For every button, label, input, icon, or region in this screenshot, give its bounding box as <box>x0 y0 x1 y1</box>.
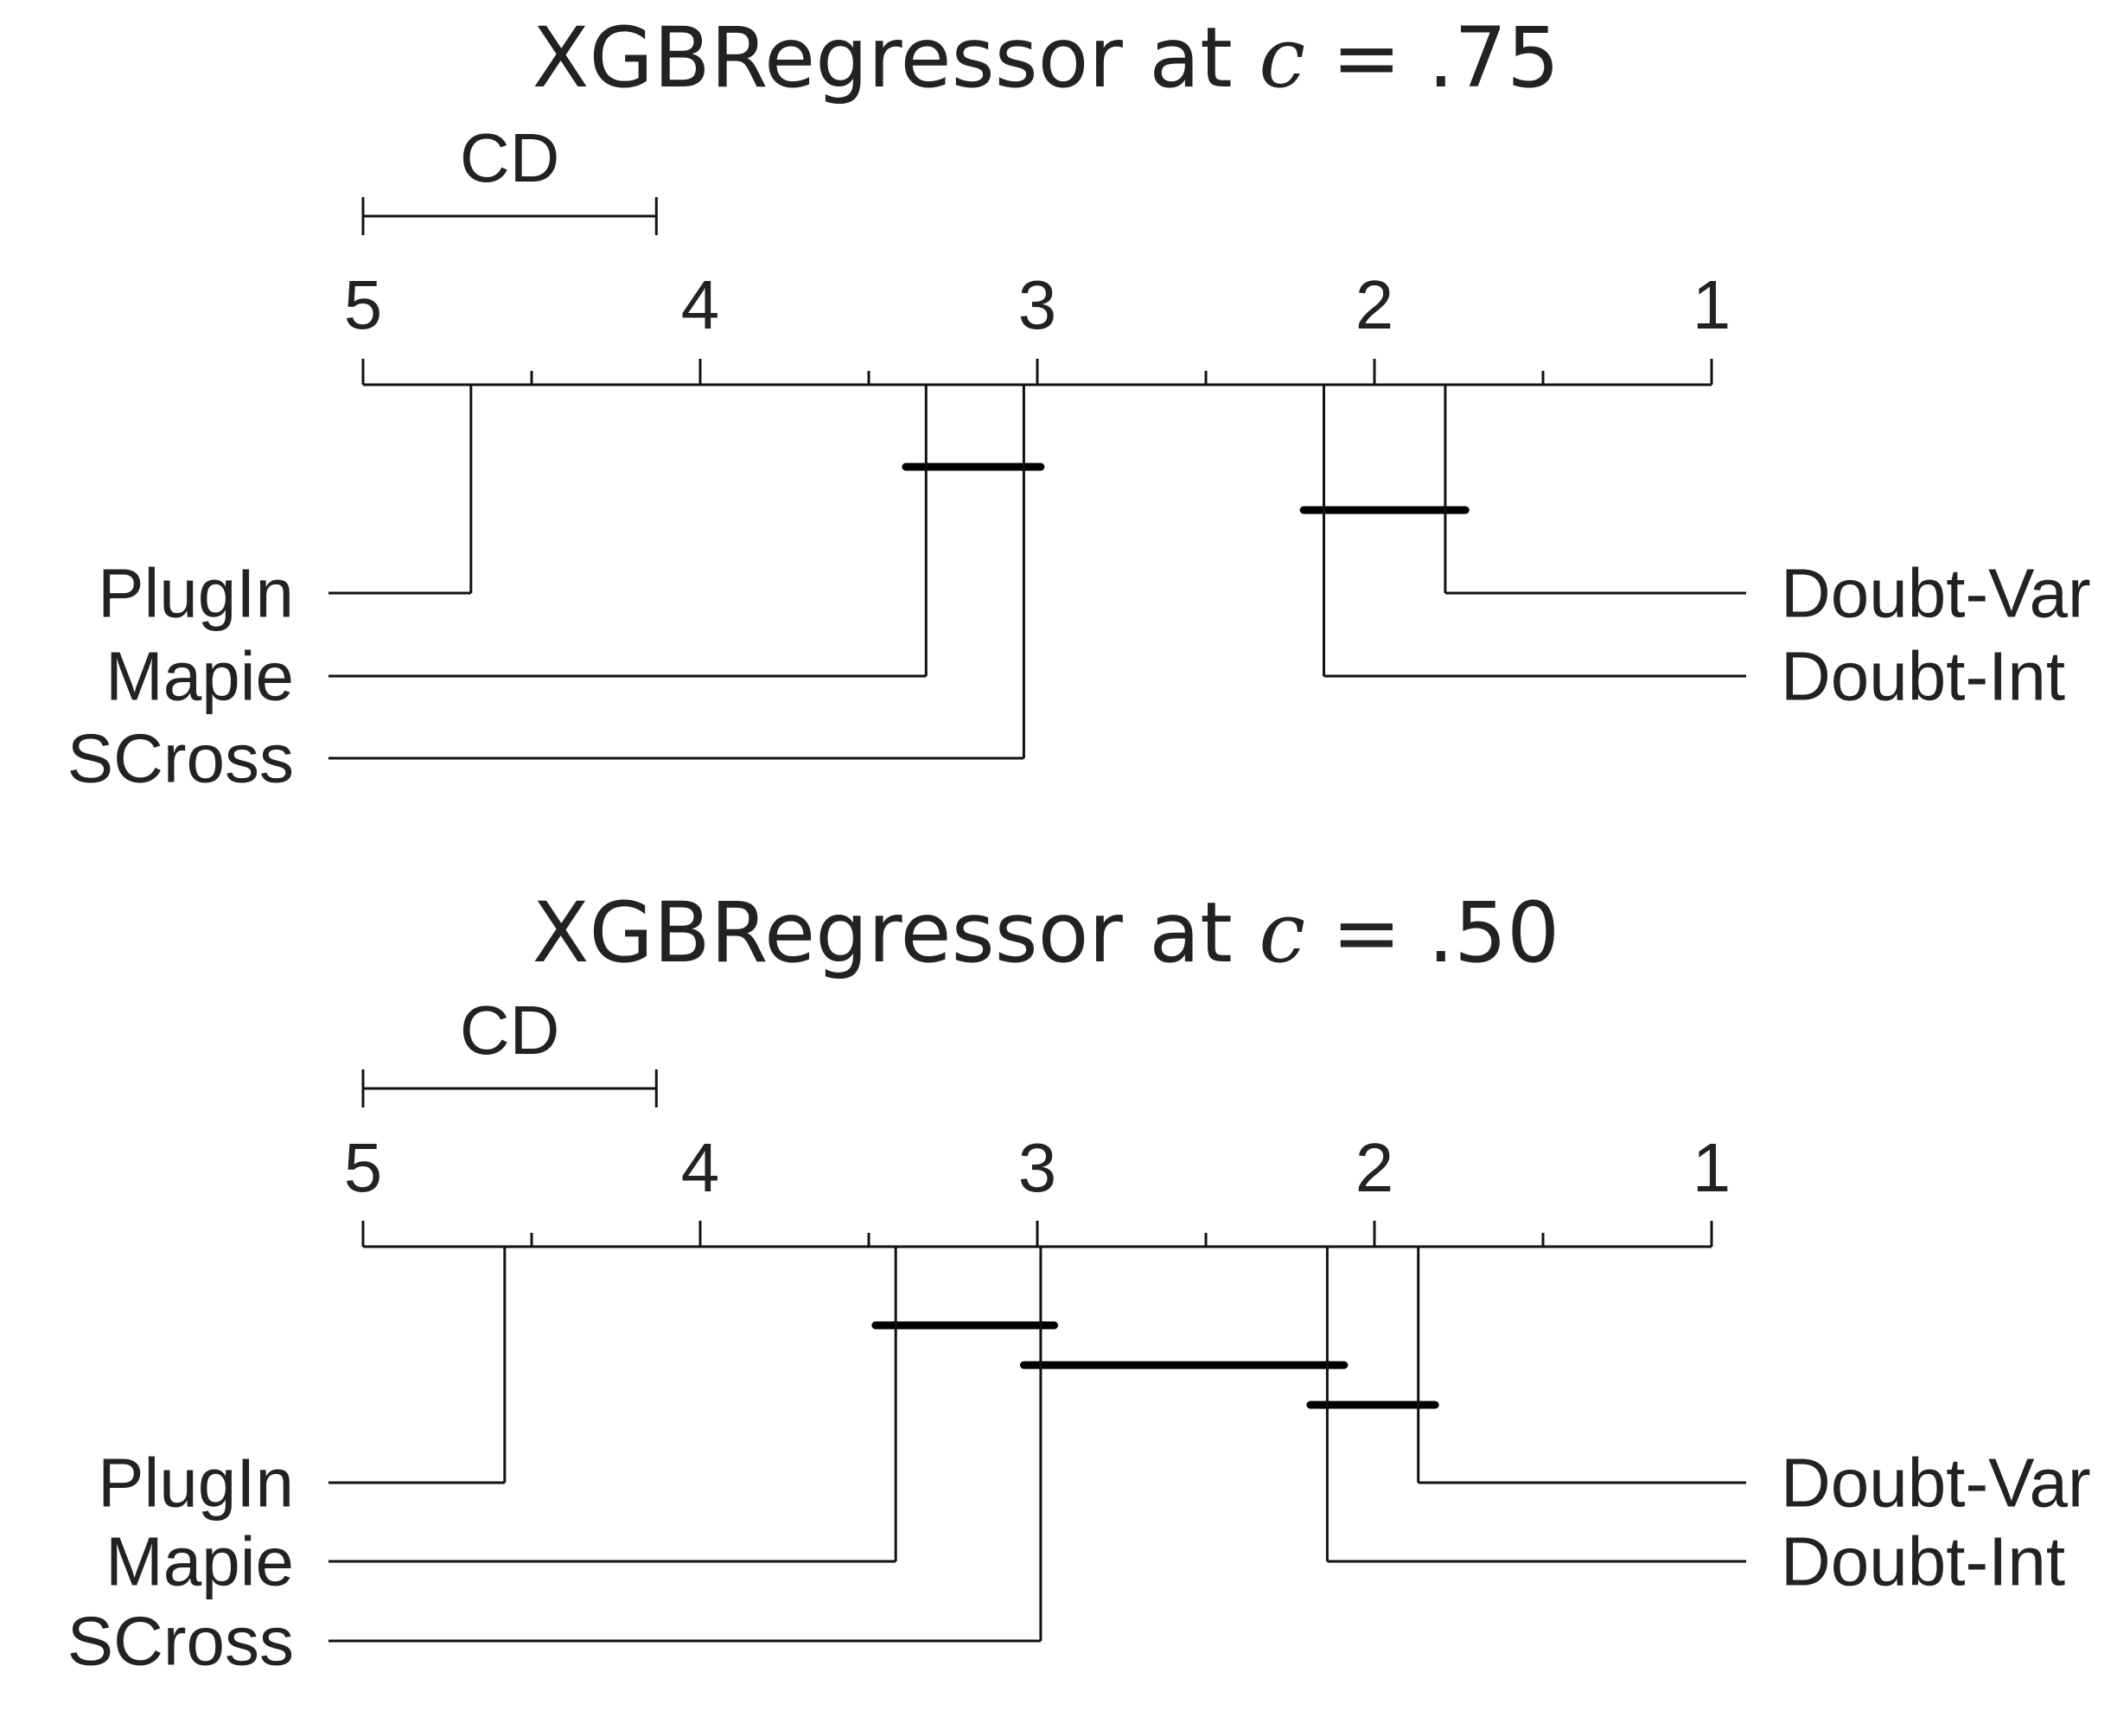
cd-label: CD <box>460 119 560 196</box>
method-label: Mapie <box>105 638 294 715</box>
method-label: PlugIn <box>98 555 294 632</box>
tick-label: 2 <box>1355 266 1394 343</box>
chart-title: XGBRegressor at c = .50 <box>532 884 1559 981</box>
tick-label: 3 <box>1018 1129 1057 1206</box>
tick-label: 4 <box>681 1129 720 1206</box>
method-label: Doubt-Int <box>1781 1523 2065 1600</box>
tick-label: 1 <box>1693 1129 1731 1206</box>
tick-label: 3 <box>1018 266 1057 343</box>
method-label: PlugIn <box>98 1445 294 1522</box>
cd-label: CD <box>460 992 560 1069</box>
tick-label: 1 <box>1693 266 1731 343</box>
method-label: Doubt-Int <box>1781 638 2065 715</box>
method-label: SCross <box>67 1603 294 1680</box>
method-label: SCross <box>67 720 294 797</box>
tick-label: 5 <box>344 266 383 343</box>
tick-label: 5 <box>344 1129 383 1206</box>
tick-label: 2 <box>1355 1129 1394 1206</box>
method-label: Mapie <box>105 1523 294 1600</box>
tick-label: 4 <box>681 266 720 343</box>
method-label: Doubt-Var <box>1781 1445 2091 1522</box>
chart-title: XGBRegressor at c = .75 <box>532 10 1559 106</box>
method-label: Doubt-Var <box>1781 555 2091 632</box>
